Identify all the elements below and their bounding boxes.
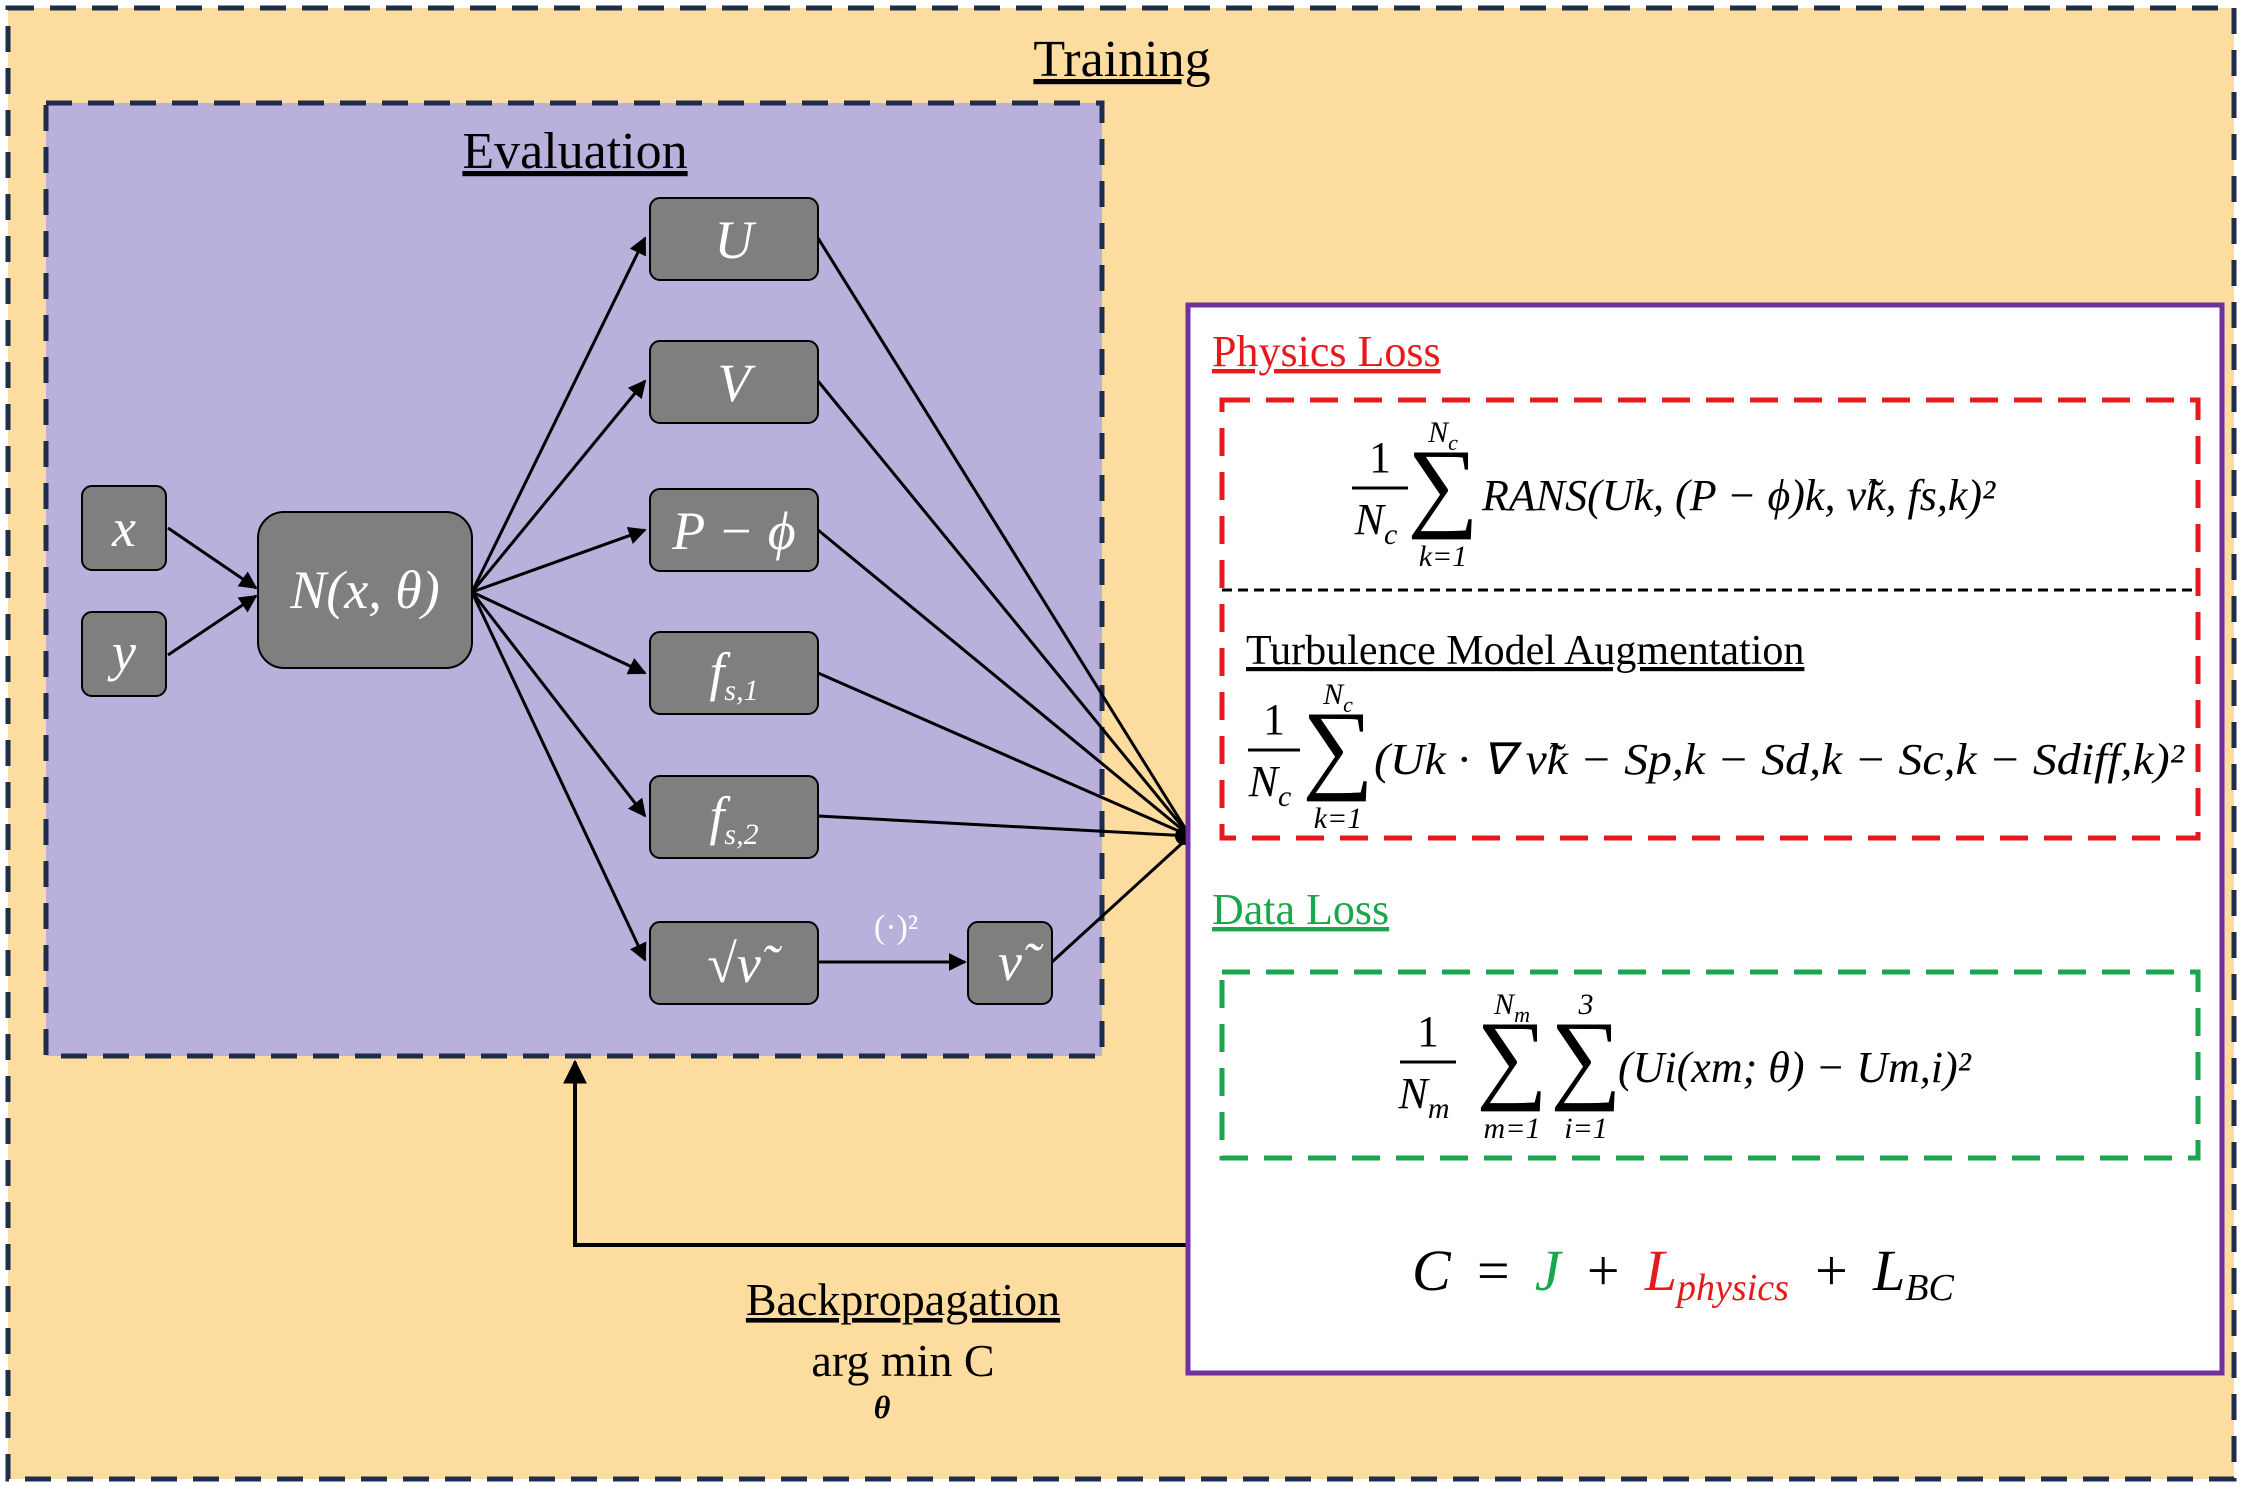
edge-net-to-P — [471, 526, 647, 594]
svg-text:Nc: Nc — [1427, 416, 1458, 455]
svg-text:x: x — [111, 498, 136, 558]
edge-fs2-to-loss — [817, 814, 1191, 838]
training-title: Training — [1033, 31, 1210, 88]
svg-text:Nm: Nm — [1397, 1069, 1449, 1125]
edges — [167, 236, 1192, 1247]
edge-U-to-loss — [816, 237, 1192, 837]
data-equation: 1 Nm Nm ∑ m=1 3 ∑ i=1 (Ui(xm; θ) − Um,i)… — [1397, 988, 1971, 1145]
square-operator-label: (·)² — [874, 909, 918, 946]
physics-equation: 1 Nc Nc ∑ k=1 RANS(Uk, (P − ϕ)k, ν̃k, fs… — [1352, 416, 1996, 573]
svg-text:∑: ∑ — [1302, 691, 1373, 802]
svg-text:(Ui(xm; θ) − Um,i)²: (Ui(xm; θ) − Um,i)² — [1618, 1043, 1972, 1092]
data-loss-title: Data Loss — [1212, 885, 1389, 934]
edge-fs1-to-loss — [817, 671, 1191, 838]
svg-text:m=1: m=1 — [1484, 1112, 1541, 1145]
svg-text:∑: ∑ — [1407, 429, 1478, 540]
svg-text:3: 3 — [1578, 988, 1594, 1021]
output-node-U: U — [649, 197, 819, 281]
svg-text:∑: ∑ — [1550, 1001, 1621, 1112]
svg-text:Nc: Nc — [1322, 678, 1353, 717]
svg-text:1: 1 — [1369, 433, 1391, 482]
evaluation-title: Evaluation — [462, 123, 687, 180]
edge-net-to-sqrtnu — [470, 591, 647, 962]
svg-text:Nc: Nc — [1248, 757, 1292, 813]
turbulence-title: Turbulence Model Augmentation — [1246, 628, 1804, 674]
evaluation-region — [43, 100, 1105, 1059]
svg-text:N(x, θ): N(x, θ) — [289, 560, 439, 620]
svg-text:Nm: Nm — [1493, 988, 1530, 1027]
output-node-fs1: fs,1 — [649, 631, 819, 715]
physics-loss-title: Physics Loss — [1212, 327, 1441, 376]
svg-text:1: 1 — [1417, 1007, 1439, 1056]
svg-text:y: y — [107, 622, 136, 682]
data-loss-box — [1219, 969, 2201, 1161]
output-node-sqrt-nu: √ν̃ — [649, 921, 819, 1005]
input-node-x: x — [81, 485, 167, 571]
edge-net-to-U — [470, 236, 647, 593]
network-node: N(x, θ) — [257, 511, 473, 669]
svg-text:U: U — [715, 210, 757, 270]
backprop-argmin: arg min C — [811, 1335, 994, 1386]
output-node-V: V — [649, 340, 819, 424]
edge-x-to-net — [167, 526, 258, 590]
svg-text:k=1: k=1 — [1419, 540, 1468, 573]
input-node-y: y — [81, 611, 167, 697]
svg-text:(Uk · ∇ ν̃k − Sp,k − Sd,k − Sc: (Uk · ∇ ν̃k − Sp,k − Sd,k − Sc,k − Sdiff… — [1374, 735, 2185, 784]
backprop-argmin-subscript: θ — [874, 1389, 891, 1425]
nu-tilde-node: ν̃ — [967, 921, 1053, 1005]
backprop-arrow — [563, 1059, 1190, 1247]
svg-text:Nc: Nc — [1354, 495, 1398, 551]
svg-text:∑: ∑ — [1476, 1001, 1547, 1112]
svg-text:i=1: i=1 — [1564, 1112, 1608, 1145]
svg-text:k=1: k=1 — [1314, 802, 1363, 835]
edge-P-to-loss — [817, 528, 1191, 838]
edge-net-to-fs2 — [470, 591, 647, 818]
output-node-pressure: P − ϕ — [649, 488, 819, 572]
edge-y-to-net — [167, 594, 258, 657]
edge-nu-to-loss — [1050, 834, 1192, 964]
svg-text:P − ϕ: P − ϕ — [671, 501, 795, 561]
svg-text:V: V — [718, 353, 757, 413]
svg-text:1: 1 — [1263, 695, 1285, 744]
cost-equation: C = J + Lphysics + LBC — [1412, 1238, 1954, 1313]
turbulence-equation: 1 Nc Nc ∑ k=1 (Uk · ∇ ν̃k − Sp,k − Sd,k … — [1248, 678, 2185, 835]
edge-net-to-fs1 — [471, 590, 647, 675]
physics-loss-box — [1219, 397, 2201, 841]
output-node-fs2: fs,2 — [649, 775, 819, 859]
edge-V-to-loss — [816, 380, 1192, 837]
svg-text:RANS(Uk, (P − ϕ)k, ν̃k, fs,k)²: RANS(Uk, (P − ϕ)k, ν̃k, fs,k)² — [1481, 471, 1996, 520]
backprop-title: Backpropagation — [746, 1274, 1060, 1325]
edge-net-to-V — [470, 379, 647, 593]
